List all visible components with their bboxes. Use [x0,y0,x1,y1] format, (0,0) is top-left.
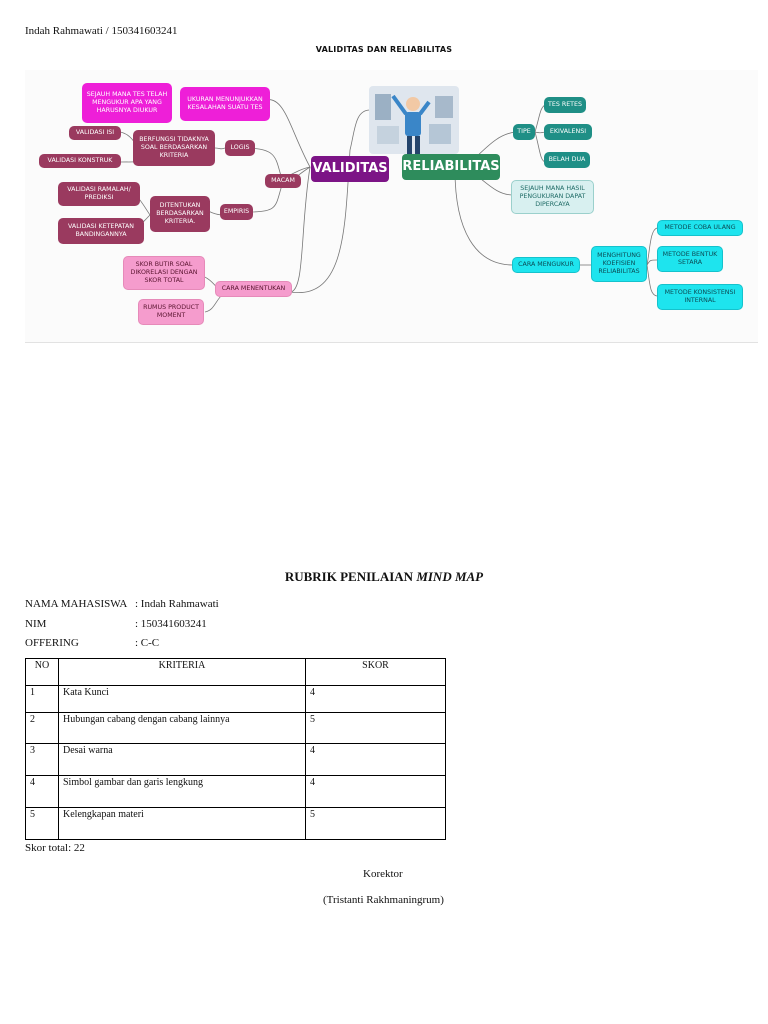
node-sejauh-mana-hasil: SEJAUH MANA HASIL PENGUKURAN DAPAT DIPER… [511,180,594,214]
cell-kriteria: Simbol gambar dan garis lengkung [58,775,306,808]
rubric-title-plain: RUBRIK PENILAIAN [284,569,417,584]
node-macam: MACAM [265,174,301,188]
rubric-title: RUBRIK PENILAIAN MIND MAP [0,569,768,585]
node-belah-dua: BELAH DUA [544,152,590,168]
korektor-label: Korektor [363,868,403,880]
node-berfungsi: BERFUNGSI TIDAKNYA SOAL BERDASARKAN KRIT… [133,130,215,166]
node-ekivalensi: EKIVALENSI [544,124,592,140]
cell-no: 1 [25,685,59,713]
signer-name: (Tristanti Rakhmaningrum) [323,894,444,906]
people-illustration [369,86,459,158]
node-validasi-ramalan: VALIDASI RAMALAH/ PREDIKSI [58,182,140,206]
info-value-nim: : 150341603241 [135,618,207,630]
node-tipe: TIPE [513,124,535,140]
cell-no: 2 [25,712,59,744]
info-value-name: : Indah Rahmawati [135,598,219,610]
node-empiris: EMPIRIS [220,204,253,220]
document-title: VALIDITAS DAN RELIABILITAS [315,45,453,54]
table-row: 2 Hubungan cabang dengan cabang lainnya … [25,712,446,744]
node-validasi-ketepatan: VALIDASI KETEPATAN BANDINGANNYA [58,218,144,244]
node-reliabilitas: RELIABILITAS [402,154,500,180]
column-header-no: NO [25,658,59,686]
info-value-offering: : C-C [135,637,160,649]
node-rumus-product-moment: RUMUS PRODUCT MOMENT [138,299,204,325]
node-cara-mengukur: CARA MENGUKUR [512,257,580,273]
cell-no: 4 [25,775,59,808]
node-metode-bentuk-setara: METODE BENTUK SETARA [657,246,723,272]
cell-skor: 5 [305,807,446,840]
column-header-kriteria: KRITERIA [58,658,306,686]
cell-kriteria: Hubungan cabang dengan cabang lainnya [58,712,306,744]
rubric-title-italic: MIND MAP [416,569,484,584]
node-ukuran: UKURAN MENUNJUKKAN KESALAHAN SUATU TES [180,87,270,121]
info-label-name: NAMA MAHASISWA [25,598,128,610]
table-header-row: NO KRITERIA SKOR [25,658,446,686]
info-label-nim: NIM [25,618,47,630]
cell-skor: 4 [305,743,446,776]
node-validasi-konstruk: VALIDASI KONSTRUK [39,154,121,168]
node-logis: LOGIS [225,140,255,156]
column-header-skor: SKOR [305,658,446,686]
cell-skor: 4 [305,775,446,808]
node-metode-coba-ulang: METODE COBA ULANG [657,220,743,236]
rubric-table: NO KRITERIA SKOR 1 Kata Kunci 4 2 Hubung… [25,658,446,840]
cell-skor: 5 [305,712,446,744]
node-ditentukan: DITENTUKAN BERDASARKAN KRITERIA. [150,196,210,232]
node-sejauh-mana-tes: SEJAUH MANA TES TELAH MENGUKUR APA YANG … [82,83,172,123]
mind-map: VALIDITAS RELIABILITAS SEJAUH MANA TES T… [25,70,758,343]
author-line: Indah Rahmawati / 150341603241 [25,25,178,37]
cell-kriteria: Desai warna [58,743,306,776]
score-total: Skor total: 22 [25,842,85,854]
table-row: 5 Kelengkapan materi 5 [25,807,446,840]
table-row: 4 Simbol gambar dan garis lengkung 4 [25,775,446,808]
cell-kriteria: Kelengkapan materi [58,807,306,840]
node-cara-menentukan: CARA MENENTUKAN [215,281,292,297]
info-label-offering: OFFERING [25,637,79,649]
node-validasi-isi: VALIDASI ISI [69,126,121,140]
cell-skor: 4 [305,685,446,713]
node-metode-konsistensi: METODE KONSISTENSI INTERNAL [657,284,743,310]
table-row: 1 Kata Kunci 4 [25,685,446,713]
cell-no: 5 [25,807,59,840]
node-validitas: VALIDITAS [311,156,389,182]
cell-kriteria: Kata Kunci [58,685,306,713]
node-menghitung-koefisien: MENGHITUNG KOEFISIEN RELIABILITAS [591,246,647,282]
cell-no: 3 [25,743,59,776]
node-tes-retes: TES RETES [544,97,586,113]
table-row: 3 Desai warna 4 [25,743,446,776]
node-skor-butir: SKOR BUTIR SOAL DIKORELASI DENGAN SKOR T… [123,256,205,290]
